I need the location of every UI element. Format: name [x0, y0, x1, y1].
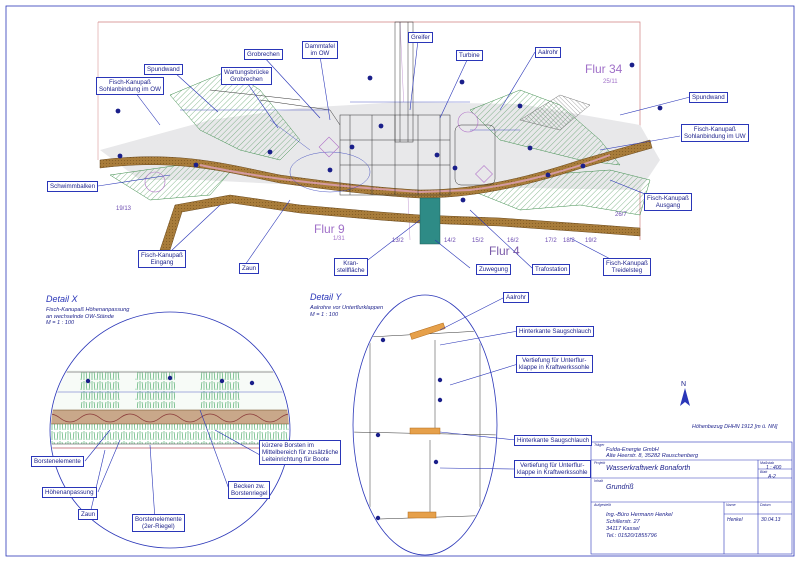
parcel-number: 13/2 [392, 238, 404, 244]
flur-9-label: Flur 9 [314, 222, 345, 236]
label-fk-treidelsteg: Fisch-Kanupaß Treidelsteg [603, 258, 651, 276]
label-kranstellflaeche: Kran- stellfläche [334, 258, 368, 276]
label-wartungsbruecke: Wartungsbrücke Grobrechen [221, 67, 272, 85]
label-spundwand-right: Spundwand [689, 92, 728, 103]
tb-project: Wasserkraftwerk Bonaforth [606, 465, 691, 472]
tb-scale-label: Maßstab [760, 461, 774, 465]
label-greifer: Greifer [408, 32, 433, 43]
label-turbine: Turbine [456, 50, 483, 61]
hoehenbezug: Höhenbezug DHHN 1912 [m ü. NN] [692, 424, 778, 430]
tb-date-label: Datum [760, 503, 771, 507]
tb-client-label: Träger [594, 443, 605, 447]
flur-4-label: Flur 4 [489, 244, 520, 258]
label-aalrohr-top: Aalrohr [535, 47, 561, 58]
label-schwimmbalken: Schwimmbalken [47, 181, 99, 192]
tb-author: Ing.-Büro Hermann Henkel Schillerstr. 27… [606, 512, 673, 539]
label-trafostation: Trafostation [532, 264, 571, 275]
tb-name-label: Name [726, 503, 736, 507]
north-arrow [680, 388, 690, 406]
tb-sheet-label: Blatt [760, 470, 768, 474]
tb-project-label: Projekt [594, 461, 606, 465]
detail-x-title: Detail X [46, 294, 78, 304]
label-hinterkante-1: Hinterkante Saugschlauch [516, 326, 595, 337]
tb-content: Grundriß [606, 484, 634, 491]
label-zaun: Zaun [239, 263, 260, 274]
zuwegung-block [419, 197, 441, 245]
label-hinterkante-2: Hinterkante Saugschlauch [514, 435, 593, 446]
label-fk-ow: Fisch-Kanupaß Sohlanbindung im OW [96, 77, 164, 95]
parcel-number: 14/2 [444, 238, 456, 244]
label-vertiefung-2: Vertiefung für Unterflur- klappe in Kraf… [514, 460, 591, 478]
label-grobrechen: Grobrechen [244, 49, 283, 60]
label-borstenelemente-2er: Borstenelemente (2er-Riegel) [132, 514, 185, 532]
label-aalrohr: Aalrohr [503, 292, 529, 303]
detail-x-frame [49, 311, 291, 549]
parcel-number: 15/2 [472, 238, 484, 244]
parcel-number: 17/2 [545, 238, 557, 244]
tb-name: Henkel [727, 517, 743, 523]
flur-9-sub: 1/31 [333, 236, 345, 242]
label-fk-eingang: Fisch-Kanupaß Eingang [138, 250, 186, 268]
label-fk-ausgang: Fisch-Kanupaß Ausgang [644, 193, 692, 211]
north-label: N [681, 381, 687, 388]
flur-34-sub: 25/11 [603, 79, 618, 85]
tb-scale: 1 : 400 [766, 465, 782, 471]
tb-sheet: A-2 [768, 474, 776, 480]
label-zuwegung: Zuwegung [476, 264, 511, 275]
tb-author-label: Aufgestellt [594, 503, 611, 507]
detail-y-title: Detail Y [310, 292, 342, 302]
label-spundwand-left: Spundwand [144, 64, 183, 75]
parcel-number: 18/2 [563, 238, 575, 244]
label-hoehenanpassung: Höhenanpassung [42, 487, 97, 498]
sheet-border [5, 5, 795, 557]
label-vertiefung-1: Vertiefung für Unterflur- klappe in Kraf… [516, 355, 593, 373]
tb-client: Fulda-Energie GmbH Alte Heerstr. 8, 3528… [606, 447, 699, 459]
flur-34-label: Flur 34 [585, 62, 623, 76]
label-dammtafel: Dammtafel im OW [302, 41, 338, 59]
label-borstenelemente: Borstenelemente [31, 456, 84, 467]
parcel-number: 16/2 [507, 238, 519, 244]
tb-content-label: Inhalt [594, 479, 603, 483]
detail-y-frame [352, 294, 498, 556]
label-zaun-detail: Zaun [78, 509, 99, 520]
label-fk-uw: Fisch-Kanupaß Sohlanbindung im UW [681, 124, 749, 142]
parcel-number: 19/13 [116, 206, 132, 212]
label-becken: Becken zw. Borstenriegel [228, 481, 271, 499]
detail-y-subtitle: Aalrohre vor Unterflurklappen M = 1 : 10… [310, 305, 384, 318]
detail-x-subtitle: Fisch-Kanupaß Höhenanpassung an wechseln… [46, 307, 130, 326]
parcel-number: 26/7 [615, 212, 627, 218]
tb-date: 30.04.13 [761, 517, 781, 523]
label-kuerzere-borsten: kürzere Borsten im Mittelbereich für zus… [259, 440, 342, 465]
parcel-number: 19/2 [585, 238, 597, 244]
